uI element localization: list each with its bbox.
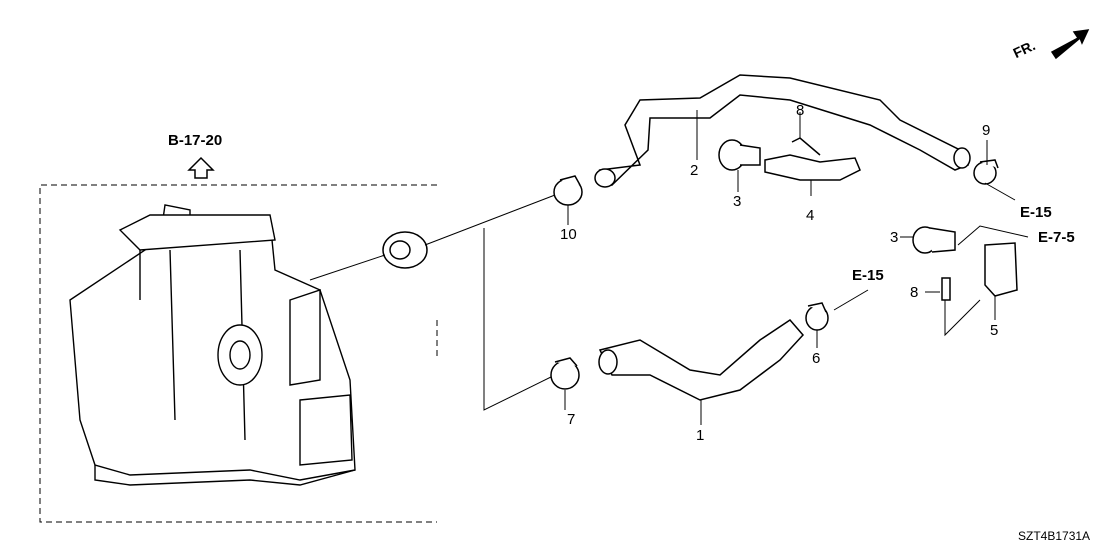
bracket-5 [984,242,1018,297]
bolt-8-upper [791,137,821,156]
bracket-4 [764,154,861,181]
up-arrow-icon [187,156,215,179]
ref-b-17-20[interactable]: B-17-20 [168,132,223,149]
lower-hose [598,319,805,401]
grommet [382,231,428,269]
callout-3-upper: 3 [733,193,742,210]
upper-hose [594,74,971,188]
callout-7: 7 [567,411,576,428]
clamp-7 [550,357,580,390]
callout-4: 4 [806,207,815,224]
callout-8-lower: 8 [910,284,919,301]
clamp-6 [805,302,829,331]
callout-10: 10 [560,226,577,243]
callout-1: 1 [696,427,705,444]
diagram-code: SZT4B1731A [1018,529,1091,543]
callout-3-lower: 3 [890,229,899,246]
callout-6: 6 [812,350,821,367]
callout-9: 9 [982,122,991,139]
heater-unit [69,204,356,486]
callout-2: 2 [690,162,699,179]
ref-e-15-lower[interactable]: E-15 [852,267,884,284]
assembly-dashed-border [39,184,437,523]
callout-8-upper: 8 [796,102,805,119]
clamp-3-upper [718,139,761,171]
front-arrow-icon [1050,29,1090,60]
clamp-9 [973,159,999,185]
ref-e-7-5[interactable]: E-7-5 [1038,229,1075,246]
callout-5: 5 [990,322,999,339]
clamp-3-lower [912,226,956,254]
clamp-10 [553,175,583,206]
ref-e-15-upper[interactable]: E-15 [1020,204,1052,221]
bolt-8-lower [941,277,951,301]
